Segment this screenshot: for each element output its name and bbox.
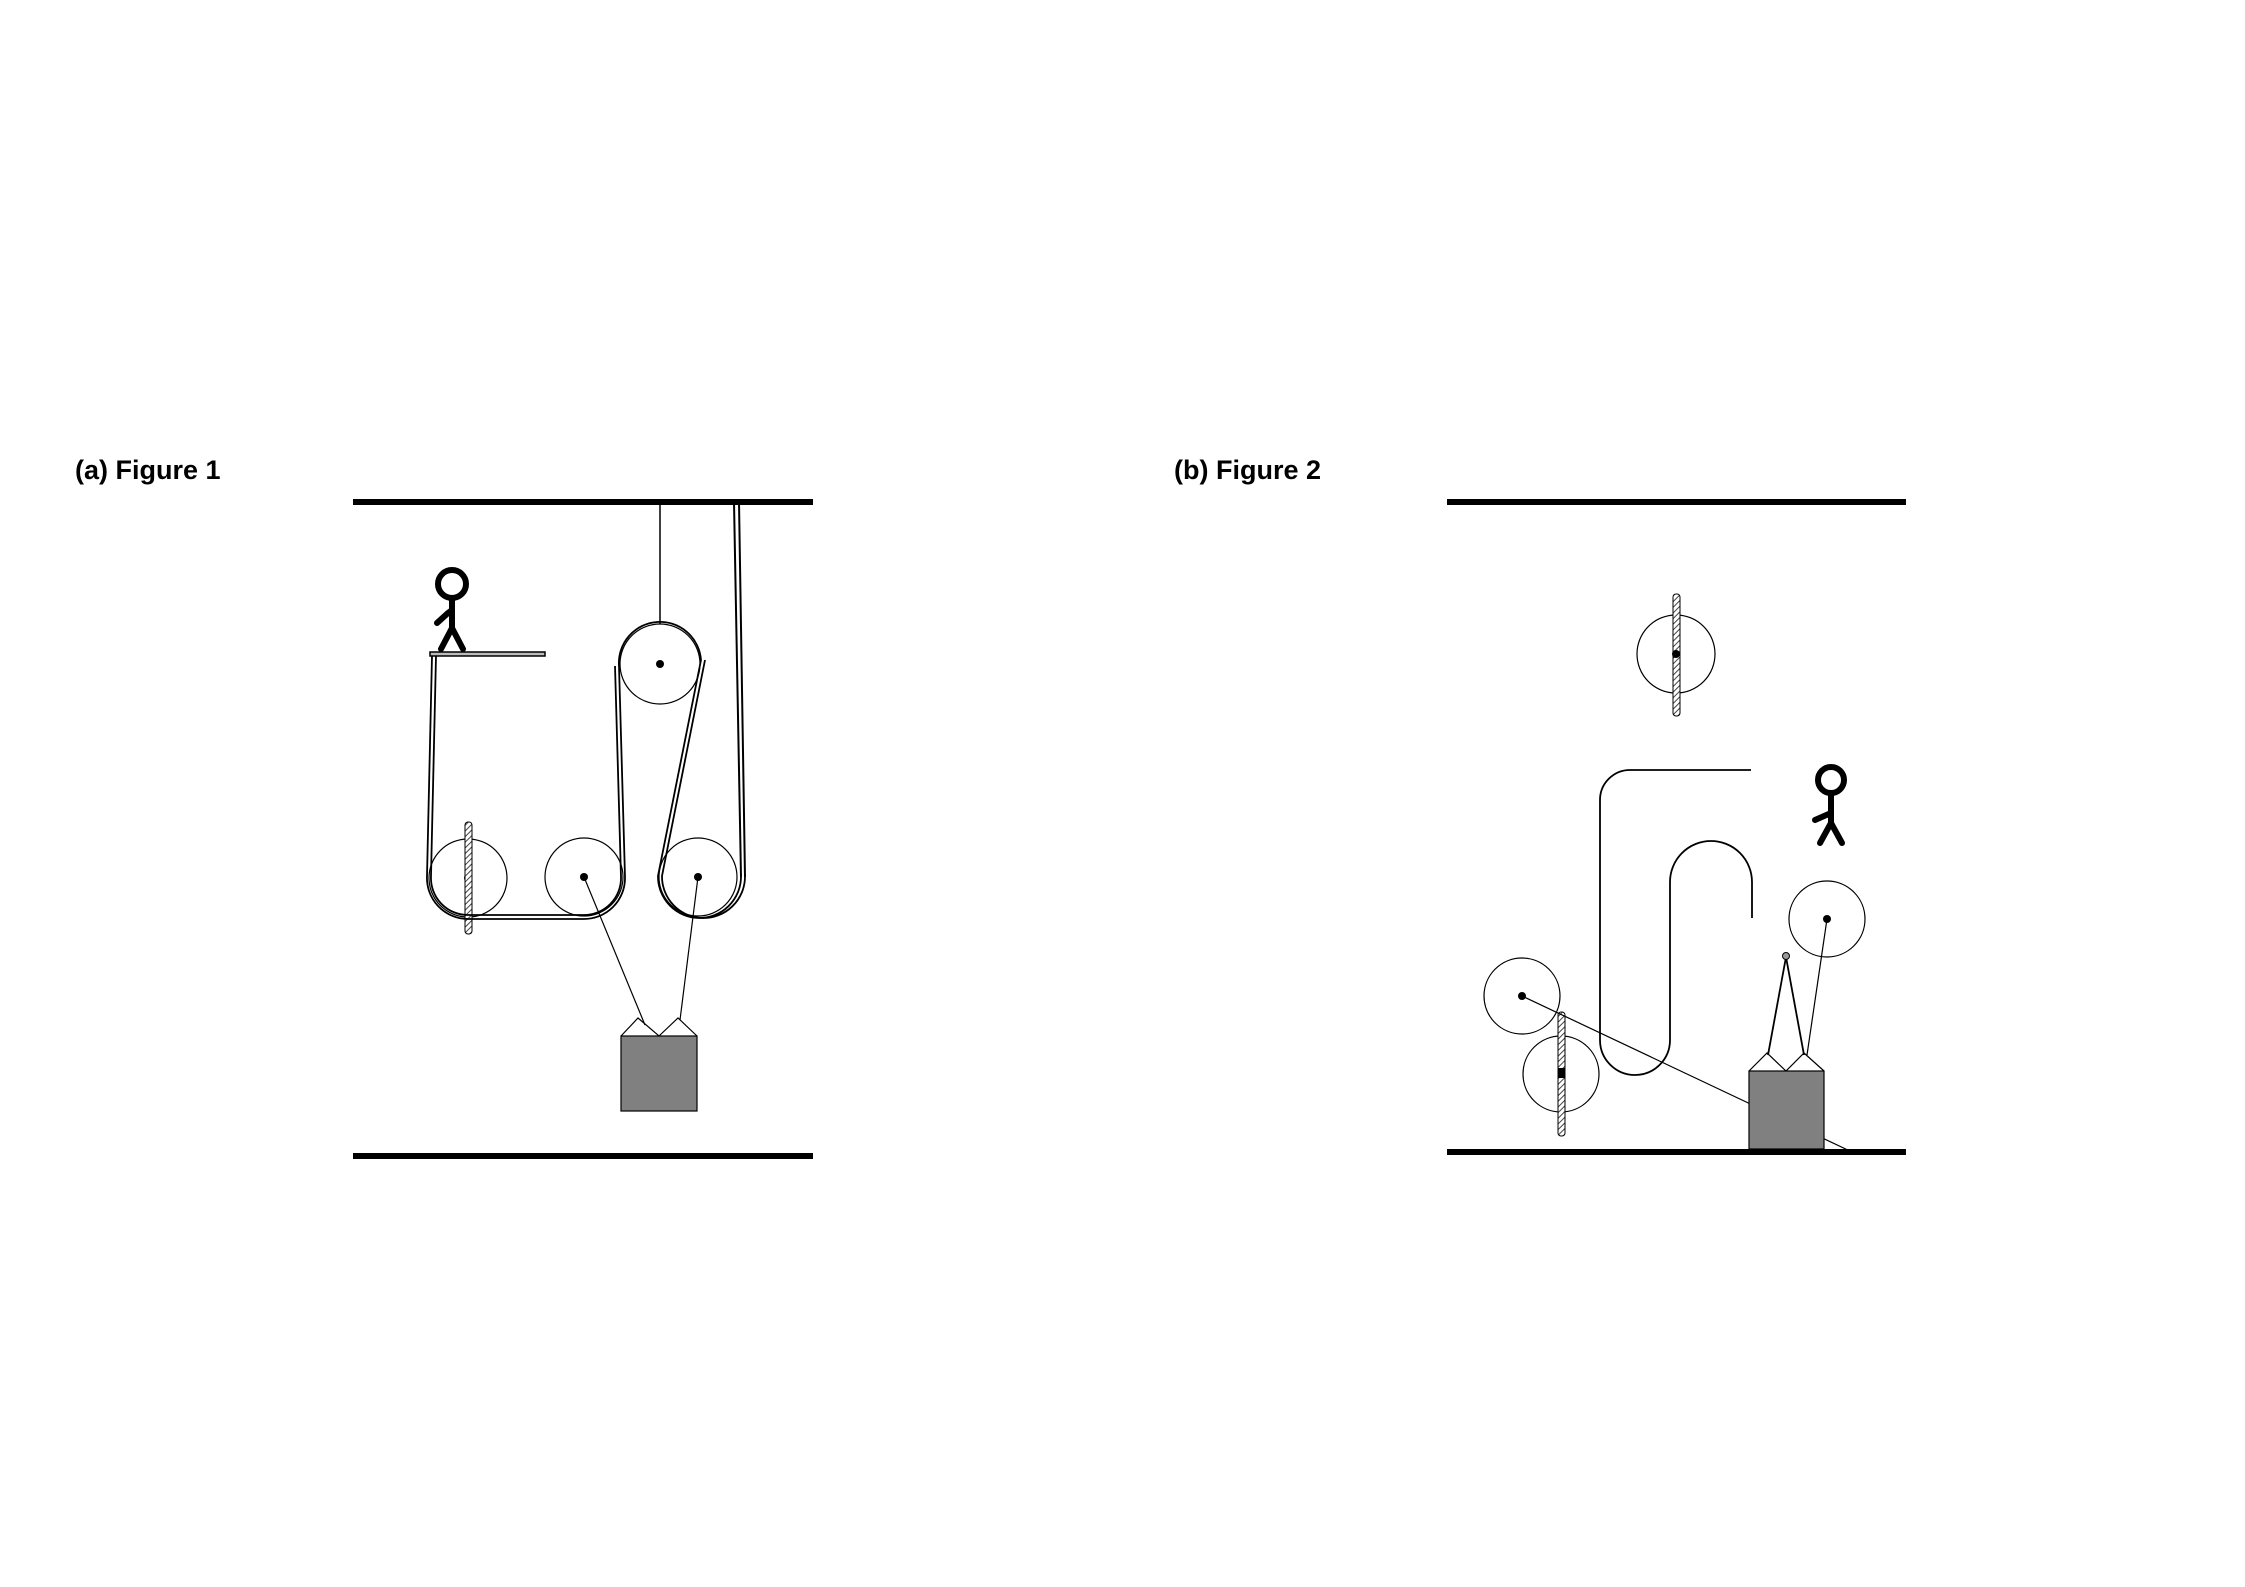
rope-to-block-right xyxy=(1806,918,1828,1056)
right-anchor-rope-outer xyxy=(733,501,742,878)
serpentine-rope xyxy=(1599,769,1753,1076)
block-hook xyxy=(620,1017,698,1037)
block-sling-right xyxy=(1785,956,1805,1056)
platform xyxy=(429,651,546,657)
stick-figure-icon xyxy=(1812,764,1847,846)
right-anchor-rope-inner xyxy=(738,501,746,878)
hatched-axle-icon xyxy=(464,821,473,935)
pulley-right xyxy=(1788,880,1866,958)
figure-1-label: (a) Figure 1 xyxy=(75,455,221,485)
pulley-upper-left xyxy=(1483,957,1561,1035)
figure-2-label: (b) Figure 2 xyxy=(1174,455,1321,485)
rope-main-inner xyxy=(430,655,622,916)
rope-to-block-right xyxy=(679,876,699,1021)
rope-right-loop-inner xyxy=(661,659,746,919)
sling-ring xyxy=(1782,952,1790,960)
block-sling-left xyxy=(1767,956,1787,1056)
block-hook xyxy=(1748,1052,1825,1072)
figure-2 xyxy=(1447,499,1906,1155)
weight-block-icon xyxy=(620,1035,698,1112)
pulley-right xyxy=(658,837,738,917)
rope-to-block-left xyxy=(583,876,646,1026)
weight-block-icon xyxy=(1748,1070,1825,1150)
stick-figure-icon xyxy=(434,567,469,652)
figure-1 xyxy=(353,499,813,1159)
pulley-middle xyxy=(544,837,624,917)
